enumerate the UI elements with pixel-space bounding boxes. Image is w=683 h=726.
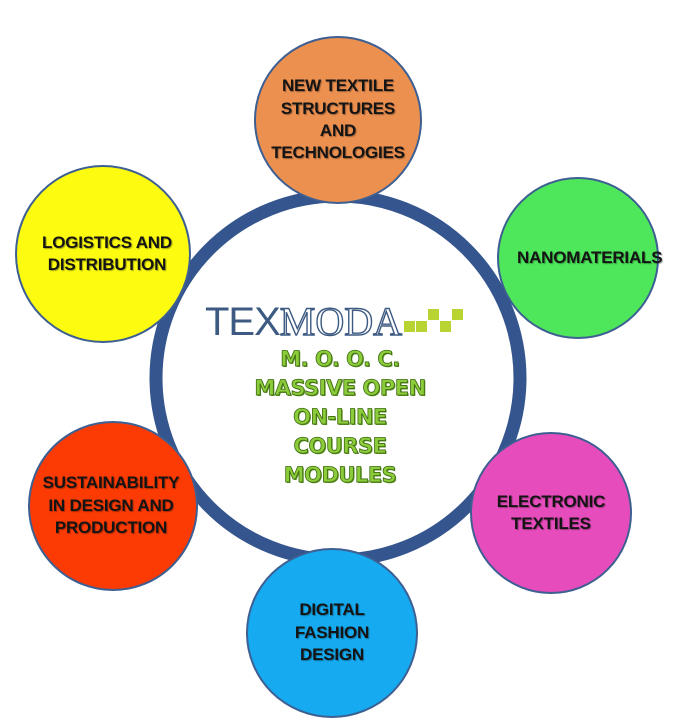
mooc-title-line-4: COURSE	[293, 434, 387, 459]
mooc-title: M. O. O. C. MASSIVE OPEN ON-LINE COURSE …	[210, 345, 470, 490]
module-label-nanomaterials: NANOMATERIALS	[517, 247, 663, 267]
module-node-nanomaterials: NANOMATERIALS	[497, 177, 663, 339]
module-label-logistics: LOGISTICS AND DISTRIBUTION	[42, 232, 172, 274]
module-node-electronic-textiles: ELECTRONIC TEXTILES	[470, 432, 632, 594]
module-node-sustainability: SUSTAINABILITY IN DESIGN AND PRODUCTION	[28, 421, 198, 591]
mooc-title-line-3: ON-LINE	[293, 405, 388, 430]
module-label-sustainability: SUSTAINABILITY IN DESIGN AND PRODUCTION	[42, 473, 180, 538]
mooc-title-line-2: MASSIVE OPEN	[254, 376, 427, 401]
module-label-new-textile: NEW TEXTILE STRUCTURES AND TECHNOLOGIES	[271, 76, 405, 163]
logo-text-moda: MODA	[279, 299, 403, 344]
module-label-digital-fashion: DIGITAL FASHION DESIGN	[294, 600, 370, 665]
logo-text-tex: TEX	[205, 300, 281, 344]
logo-squares-icon	[404, 304, 464, 336]
texmoda-logo: TEX MODA	[205, 300, 464, 342]
module-node-logistics: LOGISTICS AND DISTRIBUTION	[15, 165, 191, 343]
mooc-title-line-1: M. O. O. C.	[280, 347, 401, 372]
mooc-title-line-5: MODULES	[283, 463, 397, 488]
module-node-new-textile: NEW TEXTILE STRUCTURES AND TECHNOLOGIES	[254, 36, 422, 204]
module-node-digital-fashion: DIGITAL FASHION DESIGN	[246, 548, 418, 718]
module-label-electronic-textiles: ELECTRONIC TEXTILES	[496, 491, 606, 533]
